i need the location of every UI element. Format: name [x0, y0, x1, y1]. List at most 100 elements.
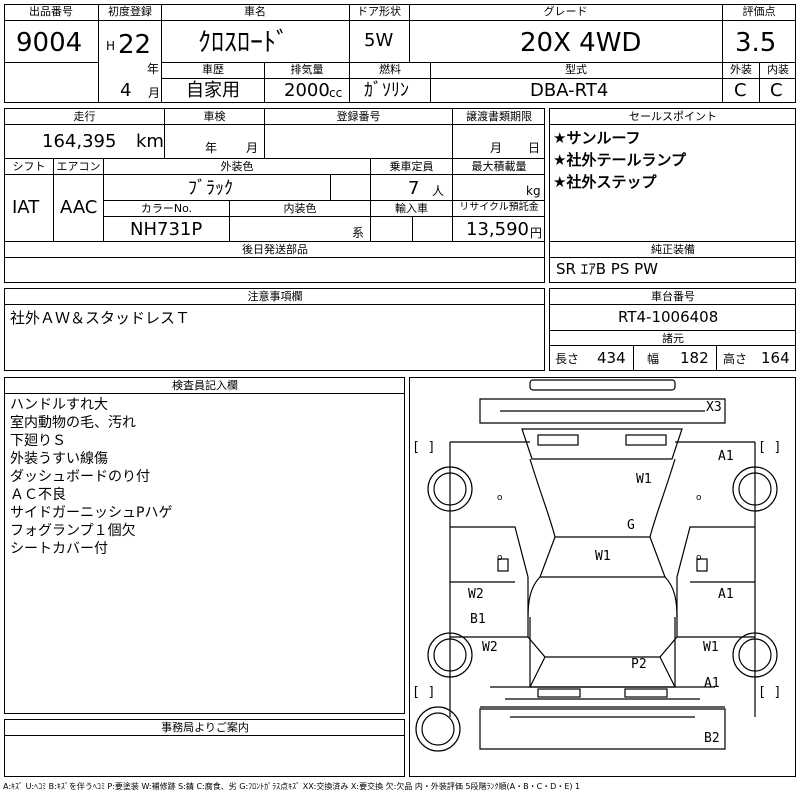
inspector-notes: ハンドルすれ大 室内動物の毛、汚れ 下廻りＳ 外装うすい線傷 ダッシュボードのり…: [10, 396, 172, 558]
ext-color: ﾌﾞﾗｯｸ: [188, 178, 233, 199]
marker-dot: o: [497, 493, 503, 503]
sales-points-block: [549, 108, 796, 283]
capacity-label: 乗車定員: [389, 160, 434, 173]
interior-grade-label: 内装: [767, 63, 789, 76]
damage-mark: W2: [482, 640, 498, 655]
car-name-label: 車名: [244, 5, 266, 18]
mileage-label: 走行: [73, 110, 96, 123]
grade: 20X 4WD: [520, 28, 642, 58]
damage-mark: B1: [470, 612, 486, 627]
dims-label: 諸元: [662, 332, 684, 345]
displacement-label: 排気量: [290, 63, 324, 76]
int-color-unit: 系: [352, 226, 365, 240]
bracket-marker: [ ]: [412, 440, 436, 455]
inspector-label: 検査員記入欄: [172, 379, 238, 392]
exterior-grade: C: [734, 80, 747, 101]
recycle-fee: 13,590: [466, 219, 529, 240]
door-type: 5W: [364, 30, 394, 51]
damage-mark: B2: [704, 731, 720, 746]
length-label: 長さ: [555, 352, 580, 366]
inspector-line: ダッシュボードのり付: [10, 469, 150, 485]
lot-no: 9004: [16, 28, 83, 58]
reg-no-label: 登録番号: [336, 110, 381, 123]
inspection-year-unit: 年: [205, 141, 218, 155]
ac-label: エアコン: [56, 160, 101, 173]
damage-mark: W1: [703, 640, 719, 655]
recycle-unit: 円: [530, 226, 543, 240]
office-label: 事務局よりご案内: [161, 721, 249, 734]
inspector-line: サイドガーニッシュPハゲ: [10, 505, 173, 521]
damage-mark: W2: [468, 587, 484, 602]
int-color-label: 内装色: [283, 202, 317, 215]
office-block: [4, 719, 405, 777]
vehicle-detail-block: [4, 108, 545, 283]
era: H: [106, 39, 116, 53]
chassis-block: [549, 288, 796, 371]
sales-point-2: ★社外テールランプ: [553, 151, 686, 169]
bracket-marker: [ ]: [758, 685, 782, 700]
damage-mark: A1: [704, 676, 720, 691]
notes-label: 注意事項欄: [247, 290, 303, 303]
mileage-unit: km: [136, 131, 164, 152]
width: 182: [680, 349, 709, 367]
inspector-line: シートカバー付: [10, 541, 108, 557]
inspection-label: 車検: [203, 110, 226, 123]
damage-mark: A1: [718, 449, 734, 464]
history-label: 車歴: [202, 63, 224, 76]
genuine-equip: SR ｴｱB PS PW: [556, 260, 658, 278]
inspector-line: ＡＣ不良: [10, 487, 66, 503]
damage-mark: W1: [595, 549, 611, 564]
chassis-number: RT4-1006408: [618, 308, 719, 326]
inspector-line: フォグランプ１個欠: [10, 523, 136, 539]
history: 自家用: [186, 80, 240, 101]
notes-block: [4, 288, 545, 371]
inspection-month-unit: 月: [246, 141, 259, 155]
damage-mark: X3: [706, 400, 722, 415]
color-no-label: カラーNo.: [140, 202, 193, 215]
sales-points-label: セールスポイント: [629, 110, 717, 123]
sales-point-3: ★社外ステップ: [553, 173, 657, 191]
fuel-label: 燃料: [379, 63, 401, 76]
shift: IAT: [12, 197, 40, 218]
fuel: ｶﾞｿﾘﾝ: [364, 80, 409, 101]
damage-mark: G: [627, 518, 635, 533]
model-code: DBA-RT4: [530, 80, 609, 101]
transfer-day-unit: 日: [528, 141, 541, 155]
height-label: 高さ: [723, 352, 748, 366]
bracket-marker: [ ]: [412, 685, 436, 700]
shift-label: シフト: [12, 160, 46, 173]
genuine-equip-label: 純正装備: [651, 243, 695, 256]
month: 4: [120, 80, 132, 101]
month-unit: 月: [148, 86, 161, 100]
lot-no-label: 出品番号: [29, 5, 73, 18]
marker-dot: o: [696, 493, 702, 503]
year-unit: 年: [147, 62, 160, 76]
mileage: 164,395: [42, 131, 117, 152]
ext-color-label: 外装色: [220, 160, 254, 173]
displacement-unit: cc: [329, 86, 343, 100]
year: 22: [118, 30, 152, 60]
capacity: 7: [408, 178, 420, 199]
notes-text: 社外ＡＷ＆スタッドレスＴ: [10, 309, 191, 327]
color-no: NH731P: [130, 219, 203, 240]
inspector-line: 下廻りＳ: [10, 433, 66, 449]
damage-mark: P2: [631, 657, 647, 672]
car-diagram: [415, 379, 778, 752]
model-code-label: 型式: [565, 63, 587, 76]
car-name: ｸﾛｽﾛｰﾄﾞ: [198, 28, 290, 58]
recycle-label: リサイクル預託金: [459, 202, 539, 213]
inspector-line: ハンドルすれ大: [10, 397, 108, 413]
capacity-unit: 人: [432, 184, 445, 198]
first-reg-label: 初度登録: [108, 5, 152, 18]
inspector-line: 室内動物の毛、汚れ: [10, 415, 136, 431]
transfer-doc-label: 譲渡書類期限: [466, 110, 532, 123]
bracket-marker: [ ]: [758, 440, 782, 455]
width-label: 幅: [647, 352, 660, 366]
inspector-block: [4, 377, 405, 714]
length: 434: [597, 349, 626, 367]
transfer-month-unit: 月: [490, 141, 503, 155]
import-label: 輸入車: [395, 202, 428, 215]
chassis-label: 車台番号: [651, 290, 695, 303]
door-label: ドア形状: [357, 5, 401, 18]
displacement: 2000: [284, 80, 330, 101]
